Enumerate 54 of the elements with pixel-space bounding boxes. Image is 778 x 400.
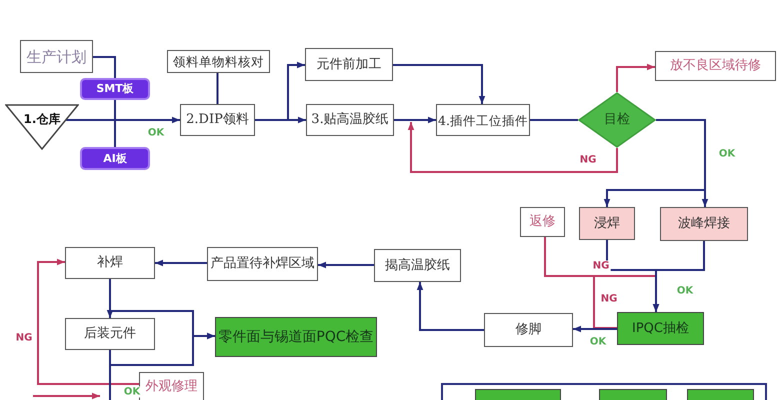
edge-label: NG: [592, 260, 610, 272]
process-box: 后装元件: [65, 318, 155, 350]
storage-triangle: 1.仓库: [5, 104, 79, 150]
edge-label: OK: [146, 128, 166, 138]
connector-line: [530, 119, 578, 121]
arrow: [318, 262, 374, 268]
connector-line: [544, 237, 617, 329]
edge-label: OK: [588, 336, 608, 348]
arrow: [416, 282, 484, 331]
inspection-box: IPQC抽检: [617, 312, 704, 345]
arrow: [66, 116, 180, 124]
process-box: 返修: [520, 207, 565, 237]
process-box: 生产计划: [20, 40, 93, 73]
process-box: 波峰焊接: [660, 207, 748, 241]
process-box: 产品置待补焊区域: [207, 247, 318, 281]
process-box: 放不良区域待修: [655, 51, 776, 81]
process-box: 领料单物料核对: [167, 50, 270, 73]
connector-line: [109, 350, 111, 400]
edge-label: OK: [676, 286, 694, 296]
group-box: [441, 383, 767, 400]
inspection-box: [475, 389, 561, 400]
arrow: [616, 64, 655, 92]
edge-label: NG: [600, 294, 618, 304]
arrow: [573, 326, 617, 332]
arrow: [394, 116, 436, 124]
process-box: 揭高温胶纸: [374, 249, 461, 282]
process-box: 外观修理: [139, 372, 204, 400]
status-label: OK: [122, 386, 142, 398]
process-box: 修脚: [484, 313, 573, 347]
board-box: SMT板: [80, 78, 150, 100]
arrow: [255, 116, 306, 124]
process-box: 4.插件工位插件: [436, 104, 530, 136]
board-box: AI板: [80, 147, 150, 170]
process-box: 2.DIP领料: [180, 104, 255, 136]
edge-label: NG: [578, 154, 598, 166]
process-box: 补焊: [65, 247, 155, 279]
connector-line: [114, 100, 116, 147]
arrow: [393, 64, 486, 104]
inspection-box: 零件面与锡道面PQC检查: [215, 317, 377, 357]
decision-diamond: 目检: [578, 92, 656, 148]
process-box: 元件前加工: [305, 48, 393, 81]
inspection-box: [687, 389, 754, 400]
arrow: [109, 332, 215, 366]
connector-line: [93, 56, 116, 78]
inspection-box: [599, 389, 667, 400]
arrow: [155, 260, 207, 266]
edge-label: NG: [14, 332, 34, 344]
arrow: [652, 241, 705, 312]
process-box: 浸焊: [579, 207, 635, 240]
arrow: [37, 258, 139, 385]
process-box: 3.贴高温胶纸: [306, 104, 394, 136]
edge-label: OK: [718, 148, 736, 160]
connector-line: [216, 73, 218, 104]
arrow: [408, 122, 618, 173]
